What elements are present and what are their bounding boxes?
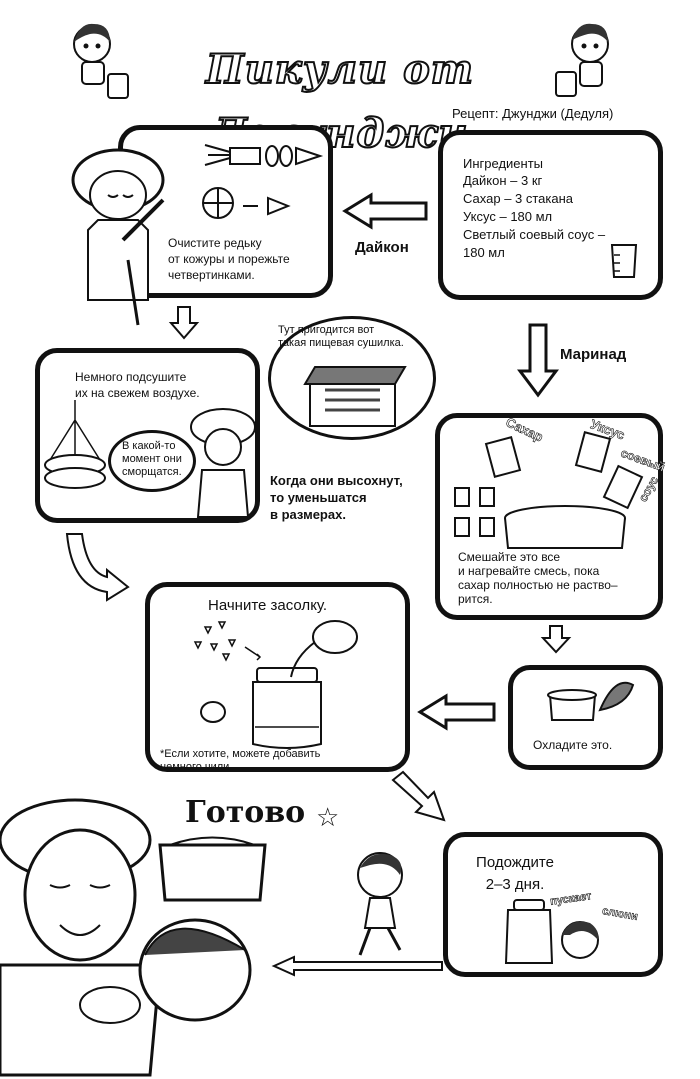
- shrink-text-2: то уменьшатся: [270, 490, 367, 505]
- dryer-text-1: Тут пригодится вот: [278, 324, 375, 336]
- pickle-text: Начните засолку.: [208, 597, 328, 614]
- peel-text-3: четвертинками.: [168, 268, 255, 282]
- peel-text-1: Очистите редьку: [168, 236, 262, 250]
- wrinkle-text-3: сморщатся.: [122, 466, 182, 478]
- wrinkle-text-1: В какой-то: [122, 440, 176, 452]
- pot-fan-icon: [547, 681, 635, 721]
- arrow-down-2-icon: [540, 625, 572, 654]
- cool-text: Охладите это.: [533, 738, 613, 752]
- chili-text-1: *Если хотите, можете добавить: [160, 748, 321, 760]
- arrow-curve-down-icon: [65, 533, 130, 602]
- grandpa-small-icon: [190, 408, 256, 518]
- food-dryer-icon: [303, 366, 407, 427]
- label-marinade: Маринад: [560, 346, 627, 363]
- ingredient-sugar: Сахар – 3 стакана: [463, 191, 574, 206]
- ingredient-soy-amount: 180 мл: [463, 245, 505, 260]
- panel-ingredients: [438, 130, 663, 300]
- ingredient-daikon: Дайкон – 3 кг: [463, 173, 543, 188]
- running-child-icon: [357, 852, 403, 956]
- daikon-quarters-icon: [202, 187, 291, 219]
- wrinkle-text-2: момент они: [122, 453, 182, 465]
- arrow-left-daikon-icon: [342, 192, 428, 230]
- arrow-down-marinade-icon: [517, 323, 559, 398]
- wait-text-1: Подождите: [476, 854, 554, 871]
- shrink-text-3: в размерах.: [270, 507, 346, 522]
- pickling-jar-icon: [193, 620, 358, 749]
- arrow-left-bottom-icon: [271, 955, 443, 977]
- peel-text-2: от кожуры и порежьте: [168, 252, 290, 266]
- chili-text-2: немного чили.: [160, 761, 233, 773]
- daikon-icon: [204, 144, 324, 167]
- mix-text-1: Смешайте это все: [458, 550, 561, 564]
- mascot-right-icon: [555, 23, 609, 97]
- ingredient-vinegar: Уксус – 180 мл: [463, 209, 553, 224]
- dry-text-1: Немного подсушите: [75, 370, 187, 384]
- dryer-text-2: такая пищевая сушилка.: [278, 337, 404, 349]
- pouring-bottles-icon: [454, 430, 644, 549]
- mix-text-4: рится.: [458, 592, 493, 606]
- wait-text-2: 2–3 дня.: [485, 876, 545, 893]
- panel-wait: [443, 832, 663, 977]
- speech-bubble-wrinkle: [108, 430, 196, 492]
- jar-and-kid-icon: [504, 899, 599, 964]
- star-icon: ☆: [316, 802, 340, 832]
- arrow-diagonal-icon: [391, 770, 446, 822]
- recipe-credit: Рецепт: Джунджи (Дедуля): [452, 106, 614, 121]
- mix-text-2: и нагревайте смесь, пока: [458, 564, 600, 578]
- page-title: Пикули от Джунджи: [205, 45, 475, 158]
- grandpa-and-child-icon: [0, 798, 267, 1077]
- arrow-down-1-icon: [168, 306, 200, 340]
- grandpa-portrait-icon: [71, 148, 165, 326]
- arrow-left-cool-icon: [417, 693, 496, 731]
- ingredients-heading: Ингредиенты: [463, 156, 543, 171]
- ingredient-soy: Светлый соевый соус –: [463, 227, 606, 242]
- mix-text-3: сахар полностью не раство–: [458, 578, 618, 592]
- hanging-basket-icon: [44, 400, 106, 489]
- dry-text-2: их на свежем воздухе.: [75, 386, 200, 400]
- shrink-text-1: Когда они высохнут,: [270, 473, 403, 488]
- label-daikon: Дайкон: [355, 239, 409, 256]
- measuring-cup-icon: [610, 244, 638, 278]
- mascot-left-icon: [73, 23, 129, 99]
